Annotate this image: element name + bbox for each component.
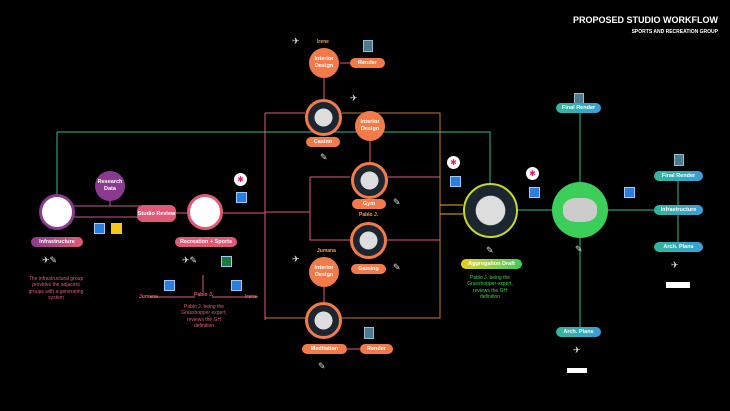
arch-plans-node[interactable]: Arch. Plans — [654, 242, 703, 252]
meditation-label: Meditation — [302, 344, 347, 354]
logo-icon — [666, 282, 690, 288]
final-render-node[interactable]: Final Render — [654, 171, 703, 181]
render-node[interactable]: Render — [350, 58, 385, 68]
rhino-grasshopper-icon: ✈✎ — [42, 255, 58, 265]
gaming-node[interactable] — [350, 222, 387, 259]
miro-icon — [111, 223, 122, 234]
grasshopper-icon: ✎ — [486, 245, 494, 255]
render-thumbnail — [674, 154, 684, 166]
diagram-subtitle: SPORTS AND RECREATION GROUP — [631, 29, 718, 35]
final-render-node[interactable]: Final Render — [556, 103, 601, 113]
model-thumbnail — [563, 198, 597, 222]
document-icon — [450, 176, 461, 187]
grasshopper-icon: ✎ — [393, 197, 401, 207]
document-icon — [94, 223, 105, 234]
casino-label: Casino — [306, 137, 340, 147]
infrastructure-node[interactable] — [39, 194, 75, 230]
infrastructure-note: The infrastructural group provides the a… — [28, 276, 84, 301]
person-pablo: Pablo J. — [194, 292, 214, 298]
meditation-node[interactable] — [305, 302, 342, 339]
gaming-label: Gaming — [351, 264, 386, 274]
document-icon — [624, 187, 635, 198]
interior-design-node[interactable]: Interior Design — [309, 48, 339, 78]
gym-node[interactable] — [351, 162, 388, 199]
pablo-note: Pablo J. being the Grasshopper expert, r… — [181, 304, 227, 329]
recreation-sports-label: Recreation + Sports — [175, 237, 237, 247]
render-thumbnail — [363, 40, 373, 52]
logo-icon — [567, 368, 587, 373]
rhino-grasshopper-icon: ✈✎ — [182, 255, 198, 265]
research-data-node[interactable]: Research Data — [95, 171, 125, 201]
rhino-icon: ✈ — [350, 93, 358, 103]
grasshopper-icon: ✎ — [393, 262, 401, 272]
final-model-node[interactable] — [552, 182, 608, 238]
casino-node[interactable] — [305, 99, 342, 136]
document-icon — [236, 192, 247, 203]
person-jumana: Jumana — [317, 248, 336, 254]
grasshopper-icon: ✎ — [575, 244, 583, 254]
person-pablo: Pablo J. — [359, 212, 379, 218]
aggregation-draft-label: Aggregation Draft — [461, 259, 522, 269]
grasshopper-icon: ✎ — [320, 152, 328, 162]
interior-design-node[interactable]: Interior Design — [309, 257, 339, 287]
person-jumana: Jumana — [139, 294, 158, 300]
rhino-icon: ✈ — [292, 36, 300, 46]
rhino-icon: ✈ — [671, 260, 679, 270]
document-icon — [529, 187, 540, 198]
infrastructure-node-right[interactable]: Infrastructure — [654, 205, 703, 215]
person-irene: Irene — [317, 39, 329, 45]
grasshopper-icon: ✎ — [318, 361, 326, 371]
aggregation-draft-node[interactable] — [463, 183, 518, 238]
arch-plans-node[interactable]: Arch. Plans — [556, 327, 601, 337]
document-icon — [231, 280, 242, 291]
render-thumbnail — [364, 327, 374, 339]
document-icon — [164, 280, 175, 291]
recreation-sports-node[interactable] — [187, 194, 223, 230]
slack-icon: ✱ — [526, 167, 539, 180]
render-node[interactable]: Render — [360, 344, 393, 354]
slack-icon: ✱ — [234, 173, 247, 186]
slack-icon: ✱ — [447, 156, 460, 169]
gym-label: Gym — [352, 199, 386, 209]
excel-icon — [221, 256, 232, 267]
pablo-note-green: Pablo J. being the Grasshopper expert, r… — [467, 275, 513, 300]
studio-review-node[interactable]: Studio Review — [137, 205, 176, 222]
infrastructure-label: Infrastructure — [31, 237, 83, 247]
interior-design-node[interactable]: Interior Design — [355, 111, 385, 141]
rhino-icon: ✈ — [292, 254, 300, 264]
rhino-icon: ✈ — [573, 345, 581, 355]
diagram-title: PROPOSED STUDIO WORKFLOW — [573, 15, 718, 25]
person-irene: Irene — [245, 294, 257, 300]
